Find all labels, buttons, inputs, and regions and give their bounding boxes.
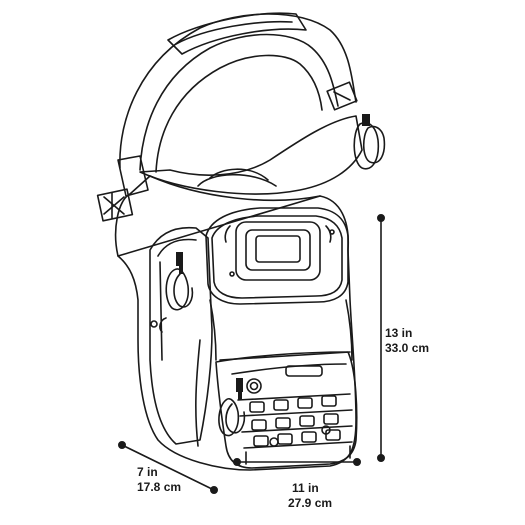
shoulder-strap	[119, 13, 357, 173]
width-imperial: 11 in	[292, 481, 319, 495]
height-dimension-line	[376, 214, 385, 462]
depth-metric: 17.8 cm	[137, 480, 182, 494]
side-pocket	[149, 226, 213, 445]
strap-carabiner	[353, 114, 386, 170]
depth-dimension-label: 7 in 17.8 cm	[137, 465, 181, 495]
bag-body	[114, 115, 363, 471]
shoulder-pad	[167, 12, 307, 55]
strap-buckle-right	[326, 81, 358, 111]
width-metric: 27.9 cm	[288, 496, 333, 510]
height-dimension-label: 13 in 33.0 cm	[385, 326, 429, 356]
depth-dimension-line	[118, 440, 219, 494]
depth-imperial: 7 in	[137, 465, 158, 479]
zipper-carabiner-lower	[218, 378, 246, 437]
height-metric: 33.0 cm	[385, 341, 430, 355]
top-front-pocket	[205, 207, 349, 305]
height-imperial: 13 in	[385, 326, 413, 340]
width-dimension-line	[233, 457, 361, 466]
lower-front-pocket	[215, 351, 358, 469]
width-dimension-label: 11 in 27.9 cm	[288, 481, 332, 511]
zipper-carabiner-upper	[165, 252, 194, 311]
